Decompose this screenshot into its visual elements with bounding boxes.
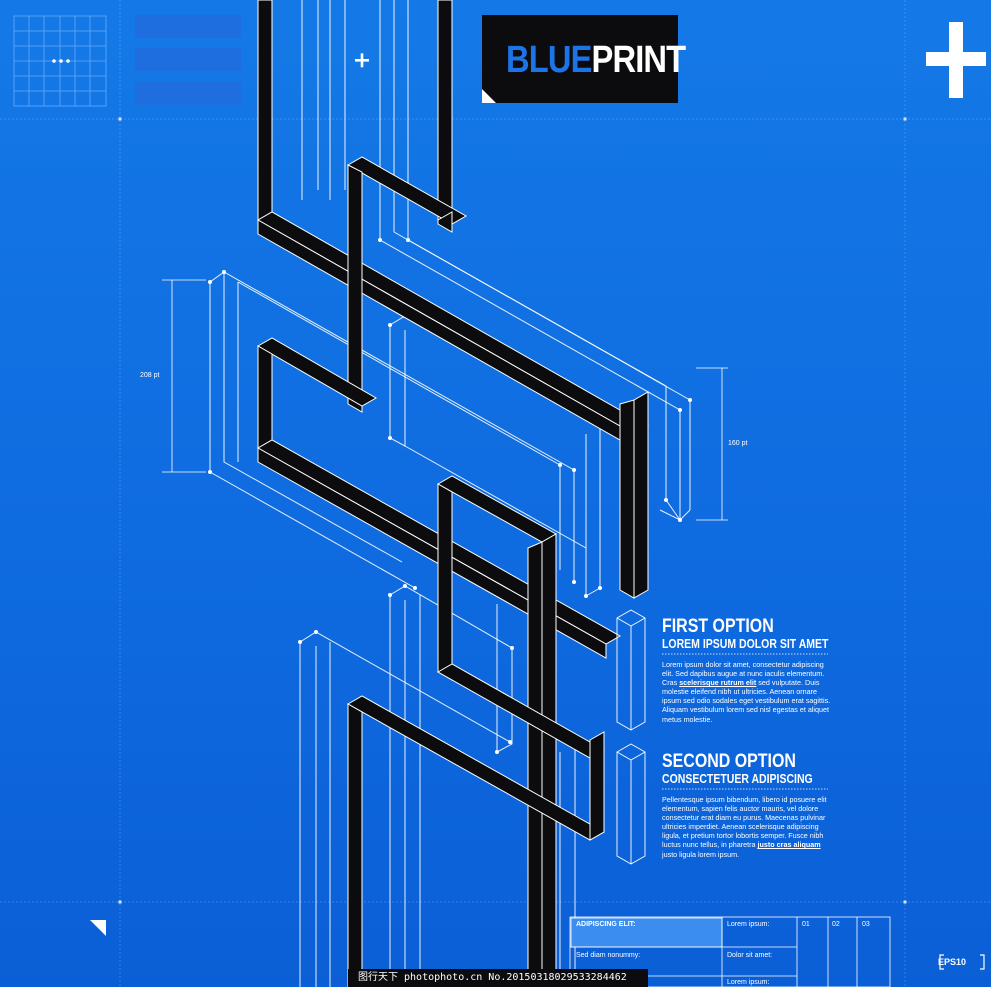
eps-badge: EPS10 [938, 957, 967, 967]
table-row3-col2: Lorem ipsum: [727, 979, 770, 986]
option-2-heading: SECOND OPTION [662, 751, 796, 772]
title-part-print: PRINT [591, 39, 687, 81]
option-2-subheading: CONSECTETUER ADIPISCING [662, 772, 813, 786]
option-2-link[interactable]: justo cras aliquam [757, 840, 821, 850]
table-row2-col2: Dolor sit amet: [727, 952, 773, 959]
option-1-subheading: LOREM IPSUM DOLOR SIT AMET [662, 637, 829, 651]
option-2: SECOND OPTION CONSECTETUER ADIPISCING [662, 751, 841, 787]
option-2-body-text: Pellentesque ipsum bibendum, libero id p… [662, 795, 827, 850]
table-row1-col2: Lorem ipsum: [727, 921, 770, 928]
dimension-label-left: 208 pt [140, 372, 160, 379]
table-row2-label: Sed diam nonummy: [576, 952, 641, 959]
option-1-link[interactable]: scelerisque rutrum elit [679, 678, 757, 688]
title-badge: BLUEPRINT [482, 15, 686, 103]
title-part-blue: BLUE [506, 39, 592, 81]
watermark-bar: 图行天下 photophoto.cn No.201503180295332844… [348, 969, 648, 987]
table-col-03: 03 [862, 921, 870, 928]
table-row1-label: ADIPISCING ELIT: [576, 921, 636, 928]
grid-icon [13, 15, 107, 107]
dimension-label-right: 160 pt [728, 440, 748, 447]
option-2-body-text-end: justo ligula lorem ipsum. [662, 849, 740, 859]
option-1-body-text-end: sed vulputate. Duis molestie eleifend ni… [662, 678, 831, 724]
option-1-body-text: Lorem ipsum dolor sit amet, consectetur … [662, 660, 825, 688]
table-col-01: 01 [802, 921, 810, 928]
table-col-02: 02 [832, 921, 840, 928]
page-title: BLUEPRINT [506, 39, 687, 82]
option-1-body: Lorem ipsum dolor sit amet, consectetur … [662, 660, 834, 724]
option-1-heading: FIRST OPTION [662, 616, 774, 637]
option-1: FIRST OPTION LOREM IPSUM DOLOR SIT AMET [662, 616, 860, 652]
option-2-body: Pellentesque ipsum bibendum, libero id p… [662, 795, 834, 859]
menu-icon [135, 15, 241, 105]
corner-fold-icon [482, 89, 496, 103]
